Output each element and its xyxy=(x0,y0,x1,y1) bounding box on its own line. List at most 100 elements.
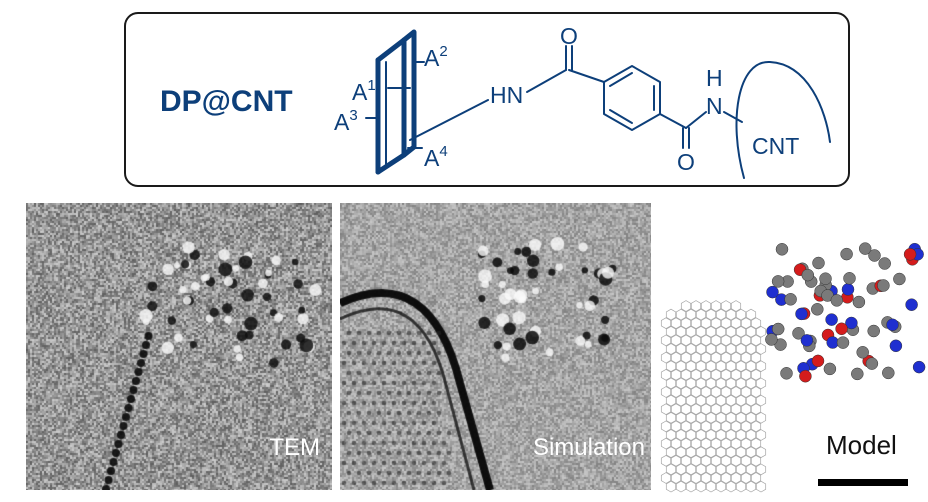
nanotube-hexagon xyxy=(695,343,707,355)
atom xyxy=(775,243,789,256)
nanotube-hexagon xyxy=(725,480,737,493)
nanotube-hexagon xyxy=(675,343,687,355)
nanotube-hexagon xyxy=(745,360,757,373)
nanotube-hexagon xyxy=(675,360,687,373)
nanotube-hexagon xyxy=(735,325,747,338)
nanotube-hexagon xyxy=(740,351,752,364)
nanotube-hexagon xyxy=(690,368,702,381)
atom xyxy=(795,307,808,321)
nanotube-hexagon xyxy=(715,343,727,355)
nanotube-hexagon xyxy=(690,334,702,347)
nanotube-hexagon xyxy=(690,300,702,312)
nanotube-hexagon xyxy=(725,360,737,373)
nanotube-hexagon xyxy=(675,325,687,338)
nanotube-hexagon xyxy=(670,368,682,381)
atom xyxy=(905,298,918,311)
nanotube-hexagon xyxy=(745,325,757,338)
cyclophane-deck-back xyxy=(401,29,417,158)
nanotube-hexagon xyxy=(685,377,697,390)
atom xyxy=(812,256,825,270)
nanotube-hexagon xyxy=(700,437,712,450)
nanotube-hexagon xyxy=(730,472,742,484)
nanotube-hexagon xyxy=(740,386,752,398)
svg-text:A2: A2 xyxy=(424,43,448,71)
atom xyxy=(852,295,866,309)
simulation-image-panel: Simulation xyxy=(340,203,651,490)
nanotube-hexagon xyxy=(750,334,762,347)
nanotube-hexagon xyxy=(695,325,707,338)
oxygen-top: O xyxy=(560,23,578,49)
nanotube-hexagon xyxy=(670,386,682,398)
nanotube-hexagon xyxy=(665,308,677,321)
nanotube-hexagon xyxy=(680,300,692,312)
nanotube-hexagon xyxy=(730,368,742,381)
nanotube-hexagon xyxy=(675,308,687,321)
nanotube-hexagon xyxy=(745,377,757,390)
nanotube-hexagon xyxy=(675,480,687,493)
scale-bar xyxy=(818,479,908,486)
nanotube-hexagon xyxy=(735,480,747,493)
svg-text:A1: A1 xyxy=(352,77,376,105)
nanotube-hexagon xyxy=(730,403,742,416)
nanotube-hexagon xyxy=(690,420,702,433)
nanotube-hexagon xyxy=(675,463,687,476)
nanotube-hexagon xyxy=(710,317,722,330)
nanotube-hexagon xyxy=(670,454,682,467)
nanotube-hexagon xyxy=(665,394,677,407)
nanotube-hexagon xyxy=(695,463,707,476)
nanotube-hexagon xyxy=(705,463,717,476)
nanotube-hexagon xyxy=(695,360,707,373)
nanotube-hexagon xyxy=(665,463,677,476)
nanotube-hexagon xyxy=(735,394,747,407)
nanotube-hexagon xyxy=(730,420,742,433)
nanotube-hexagon xyxy=(660,351,672,364)
atom xyxy=(845,316,858,330)
nanotube-hexagon xyxy=(670,437,682,450)
nanotube-hexagon xyxy=(740,403,752,416)
nanotube-wireframe xyxy=(660,300,767,493)
nanotube-hexagon xyxy=(720,334,732,347)
nanotube-hexagon xyxy=(710,386,722,398)
nanotube-hexagon xyxy=(675,377,687,390)
nanotube-hexagon xyxy=(755,463,767,476)
nanotube-hexagon xyxy=(705,325,717,338)
oxygen-bottom: O xyxy=(677,149,695,175)
nanotube-hexagon xyxy=(690,351,702,364)
atom xyxy=(771,275,785,288)
nanotube-hexagon xyxy=(680,420,692,433)
atom xyxy=(868,249,881,262)
compound-label: DP@CNT xyxy=(160,85,293,118)
nanotube-hexagon xyxy=(665,360,677,373)
nanotube-hexagon xyxy=(720,472,732,484)
atom xyxy=(800,334,814,347)
nanotube-hexagon xyxy=(710,437,722,450)
nanotube-hexagon xyxy=(710,368,722,381)
simulation-label: Simulation xyxy=(532,434,645,461)
nanotube-hexagon xyxy=(750,437,762,450)
nanotube-hexagon xyxy=(715,360,727,373)
nanotube-hexagon xyxy=(725,411,737,424)
nanotube-hexagon xyxy=(675,429,687,441)
nanotube-hexagon xyxy=(730,386,742,398)
nanotube-hexagon xyxy=(740,317,752,330)
nanotube-hexagon xyxy=(745,411,757,424)
nanotube-hexagon xyxy=(725,429,737,441)
nanotube-hexagon xyxy=(710,351,722,364)
nanotube-hexagon xyxy=(660,472,672,484)
nanotube-hexagon xyxy=(725,325,737,338)
atom xyxy=(851,367,864,381)
nanotube-hexagon xyxy=(670,420,682,433)
atom xyxy=(801,268,815,282)
atom xyxy=(903,248,917,261)
nanotube-hexagon xyxy=(685,463,697,476)
atom xyxy=(886,318,899,332)
nanotube-hexagon xyxy=(665,480,677,493)
atom xyxy=(825,313,838,326)
nanotube-hexagon xyxy=(705,308,717,321)
nanotube-hexagon xyxy=(730,317,742,330)
nanotube-hexagon xyxy=(710,454,722,467)
nanotube-hexagon xyxy=(745,343,757,355)
nanotube-hexagon xyxy=(710,403,722,416)
nanotube-hexagon xyxy=(720,300,732,312)
nanotube-hexagon xyxy=(745,463,757,476)
